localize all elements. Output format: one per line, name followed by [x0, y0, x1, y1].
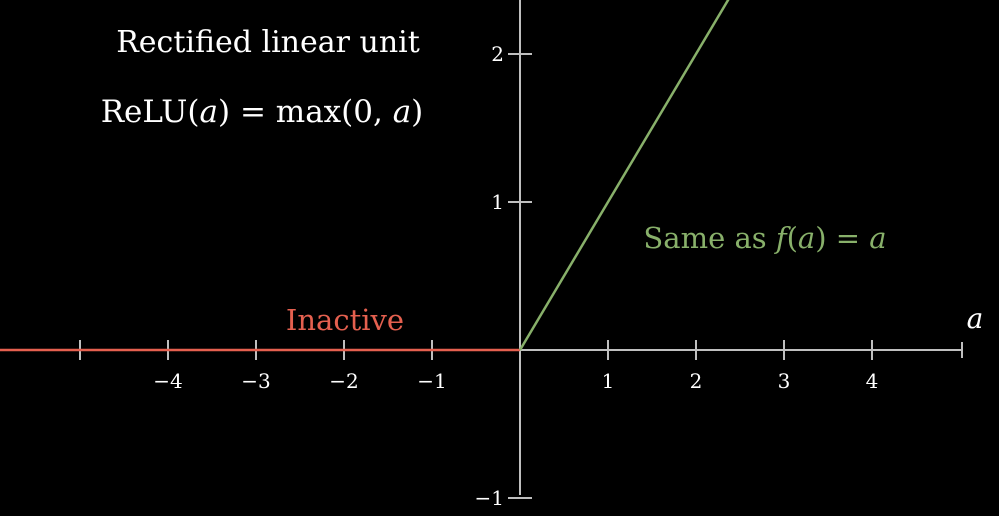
formula-mid: ) = max(0,	[218, 94, 393, 130]
x-tick-label: 3	[778, 369, 791, 393]
linear-prefix: Same as	[643, 221, 775, 255]
formula-var-a: a	[200, 94, 218, 130]
inactive-annotation: Inactive	[286, 303, 404, 337]
y-tick-label: 2	[491, 42, 504, 66]
linear-var: a	[798, 221, 815, 255]
x-tick-label: −1	[417, 369, 446, 393]
x-tick-label: −4	[153, 369, 182, 393]
linear-rhs: a	[869, 221, 886, 255]
formula-var-a-2: a	[393, 94, 411, 130]
x-tick-label: 2	[690, 369, 703, 393]
tick-labels: −4 −3 −2 −1 1 2 3 4 2 1 −1	[153, 42, 878, 510]
chart-title: Rectified linear unit	[116, 25, 420, 60]
x-tick-label: 1	[602, 369, 615, 393]
formula-lhs: ReLU(	[101, 94, 200, 130]
x-axis-label: a	[967, 302, 984, 335]
linear-open: (	[787, 221, 798, 255]
linear-close: ) =	[815, 221, 869, 255]
x-tick-label: −2	[329, 369, 358, 393]
x-tick-label: 4	[866, 369, 879, 393]
relu-formula: ReLU(a) = max(0, a)	[101, 94, 424, 130]
linear-annotation: Same as f(a) = a	[643, 221, 886, 255]
y-tick-label: 1	[491, 190, 504, 214]
formula-end: )	[411, 94, 423, 130]
x-tick-label: −3	[241, 369, 270, 393]
y-tick-label: −1	[475, 486, 504, 510]
linear-series-line	[518, 0, 730, 351]
series-layer	[0, 0, 730, 352]
